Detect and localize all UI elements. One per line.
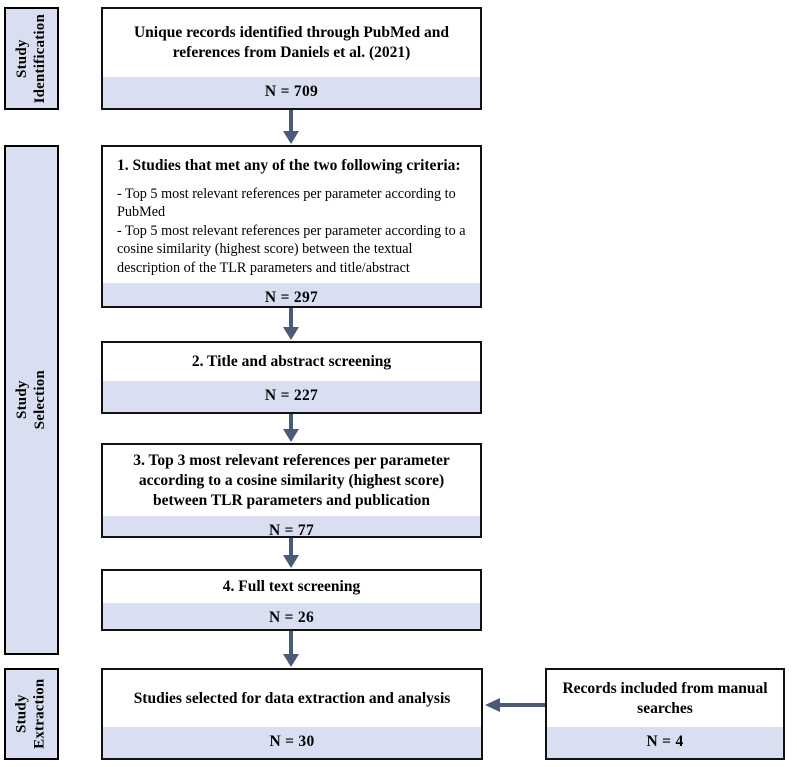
arrow-manual-searches-to-selected bbox=[483, 695, 545, 715]
flow-box-top3-cosine: 3. Top 3 most relevant references per pa… bbox=[101, 443, 482, 538]
stage-band-extraction: Study Extraction bbox=[4, 668, 59, 760]
box-count-selected-for-extraction: N = 30 bbox=[103, 727, 481, 758]
box-count-top3-cosine: N = 77 bbox=[103, 516, 480, 536]
box-count-records-identified: N = 709 bbox=[103, 77, 480, 108]
box-body-top3-cosine: 3. Top 3 most relevant references per pa… bbox=[103, 445, 480, 516]
flow-box-criteria: 1. Studies that met any of the two follo… bbox=[101, 145, 482, 308]
box-title-top3-cosine: 3. Top 3 most relevant references per pa… bbox=[133, 452, 450, 509]
stage-label-selection: Study Selection bbox=[13, 370, 48, 430]
box-count-full-text-screening: N = 26 bbox=[103, 602, 480, 629]
arrow-title-abstract-to-top3 bbox=[280, 414, 302, 443]
stage-band-identification: Study Identification bbox=[4, 7, 59, 110]
box-body-full-text-screening: 4. Full text screening bbox=[103, 571, 480, 603]
box-title-manual-searches: Records included from manual searches bbox=[562, 679, 768, 717]
box-body-manual-searches: Records included from manual searches bbox=[547, 670, 783, 727]
arrow-full-text-to-selected bbox=[280, 631, 302, 668]
stage-label-extraction: Study Extraction bbox=[13, 678, 48, 750]
flow-box-selected-for-extraction: Studies selected for data extraction and… bbox=[101, 668, 483, 760]
arrow-criteria-to-title-abstract bbox=[280, 308, 302, 341]
box-body-records-identified: Unique records identified through PubMed… bbox=[103, 9, 480, 77]
arrow-records-to-criteria bbox=[280, 110, 302, 145]
stage-label-identification: Study Identification bbox=[13, 13, 48, 104]
box-detail-criteria: - Top 5 most relevant references per par… bbox=[117, 185, 466, 276]
box-title-selected-for-extraction: Studies selected for data extraction and… bbox=[133, 689, 451, 707]
flow-box-manual-searches: Records included from manual searches N … bbox=[545, 668, 785, 760]
box-count-criteria: N = 297 bbox=[103, 283, 480, 306]
box-title-criteria: 1. Studies that met any of the two follo… bbox=[117, 157, 461, 174]
flow-box-records-identified: Unique records identified through PubMed… bbox=[101, 7, 482, 110]
box-count-title-abstract-screening: N = 227 bbox=[103, 381, 480, 412]
box-title-title-abstract-screening: 2. Title and abstract screening bbox=[191, 353, 392, 371]
arrow-top3-to-full-text bbox=[280, 538, 302, 569]
box-title-records-identified: Unique records identified through PubMed… bbox=[133, 24, 450, 61]
stage-band-selection: Study Selection bbox=[4, 145, 59, 655]
box-body-criteria: 1. Studies that met any of the two follo… bbox=[103, 147, 480, 283]
flow-box-title-abstract-screening: 2. Title and abstract screening N = 227 bbox=[101, 341, 482, 414]
box-title-full-text-screening: 4. Full text screening bbox=[222, 578, 361, 595]
box-body-title-abstract-screening: 2. Title and abstract screening bbox=[103, 343, 480, 381]
flow-box-full-text-screening: 4. Full text screening N = 26 bbox=[101, 569, 482, 631]
box-count-manual-searches: N = 4 bbox=[547, 727, 783, 758]
box-body-selected-for-extraction: Studies selected for data extraction and… bbox=[103, 670, 481, 727]
